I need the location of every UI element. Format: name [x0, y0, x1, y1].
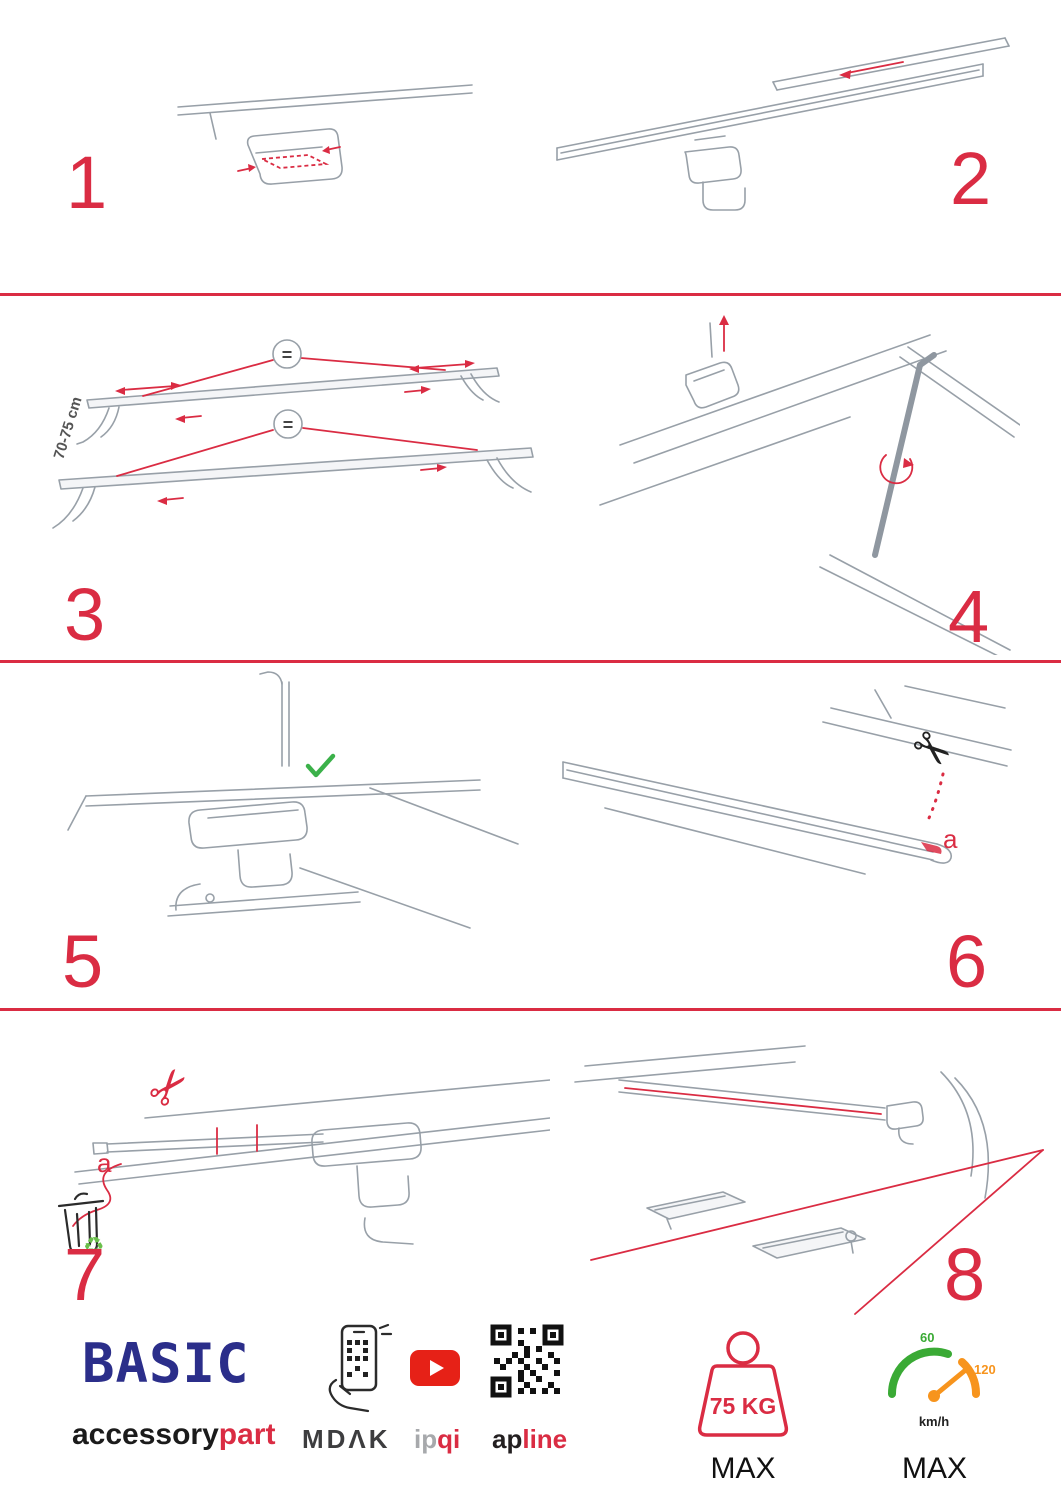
partner-apline-part1: ap: [492, 1424, 523, 1454]
equal-symbol: =: [283, 415, 294, 435]
max-load-label: MAX: [710, 1452, 776, 1485]
speed-tick-high: 120: [974, 1362, 996, 1377]
strip-highlight: [624, 1087, 882, 1115]
speed-tick-low: 60: [920, 1330, 934, 1345]
step-6-number: 6: [946, 920, 988, 1003]
step-7-number: 7: [64, 1233, 106, 1316]
partner-ipqi-label: ipqi: [414, 1424, 460, 1455]
step-5-number: 5: [62, 920, 104, 1003]
step-2-illustration: [556, 37, 1010, 211]
section-divider-2: [0, 660, 1061, 663]
bar-distance-label: 70-75 cm: [51, 395, 86, 461]
step-7-illustration: ✂ a ♻: [57, 1055, 550, 1260]
equal-symbol: =: [282, 345, 293, 365]
partner-mdak-label: MDΛK: [302, 1424, 391, 1454]
recycle-icon: ♻: [83, 1233, 105, 1260]
rotate-arrow: [879, 454, 914, 485]
scissors-icon: ✂: [137, 1055, 203, 1120]
equal-spacing-badge: [272, 339, 302, 369]
partner-apline-label: apline: [492, 1424, 567, 1455]
brand-subline: accessorypart: [72, 1418, 275, 1452]
brand-subline-word2: part: [218, 1418, 276, 1451]
max-load-weight-icon: 75 KG: [697, 1331, 789, 1437]
alignment-line: [590, 1149, 1044, 1261]
cut-piece-highlight: [921, 842, 942, 854]
step-8-number: 8: [944, 1233, 986, 1316]
brand-subline-word1: accessory: [72, 1418, 219, 1451]
section-divider-1: [0, 293, 1061, 296]
step-2-number: 2: [950, 137, 992, 220]
phone-qr-scan-icon: [328, 1323, 393, 1413]
brand-logo: BASIC: [82, 1332, 250, 1395]
cut-label: a: [943, 824, 958, 854]
equal-spacing-badge: [273, 409, 303, 439]
partner-ipqi-part1: ip: [414, 1424, 438, 1454]
max-speed-label: MAX: [901, 1452, 967, 1485]
speed-unit-label: km/h: [919, 1414, 949, 1429]
max-load-value: 75 KG: [710, 1393, 776, 1419]
partner-ipqi-part2: qi: [437, 1424, 461, 1454]
gauge-needle: [931, 1365, 971, 1399]
step-1-illustration: [177, 84, 473, 185]
trash-bin-icon: [57, 1192, 105, 1255]
step-1-number: 1: [66, 141, 108, 224]
qr-code-icon: [490, 1324, 564, 1398]
discard-line: [72, 1163, 122, 1227]
check-icon: [305, 753, 336, 778]
step-6-illustration: ✂ a: [562, 685, 1012, 875]
step-3-illustration: = = 70-75 cm: [51, 339, 534, 529]
step-5-illustration: [67, 671, 519, 929]
cut-line: [927, 772, 945, 820]
slide-arrow: [846, 61, 904, 74]
step-8-illustration: [574, 1045, 1044, 1315]
step-3-number: 3: [64, 573, 106, 656]
youtube-icon: [410, 1350, 460, 1386]
partner-apline-part2: line: [522, 1424, 568, 1454]
speedometer-icon: 60 120 km/h: [887, 1330, 996, 1429]
section-divider-3: [0, 1008, 1061, 1011]
alignment-line: [854, 1149, 1044, 1315]
step-4-number: 4: [948, 575, 990, 658]
step-4-illustration: [599, 315, 1020, 655]
rubber-pad-highlight: [258, 154, 330, 169]
